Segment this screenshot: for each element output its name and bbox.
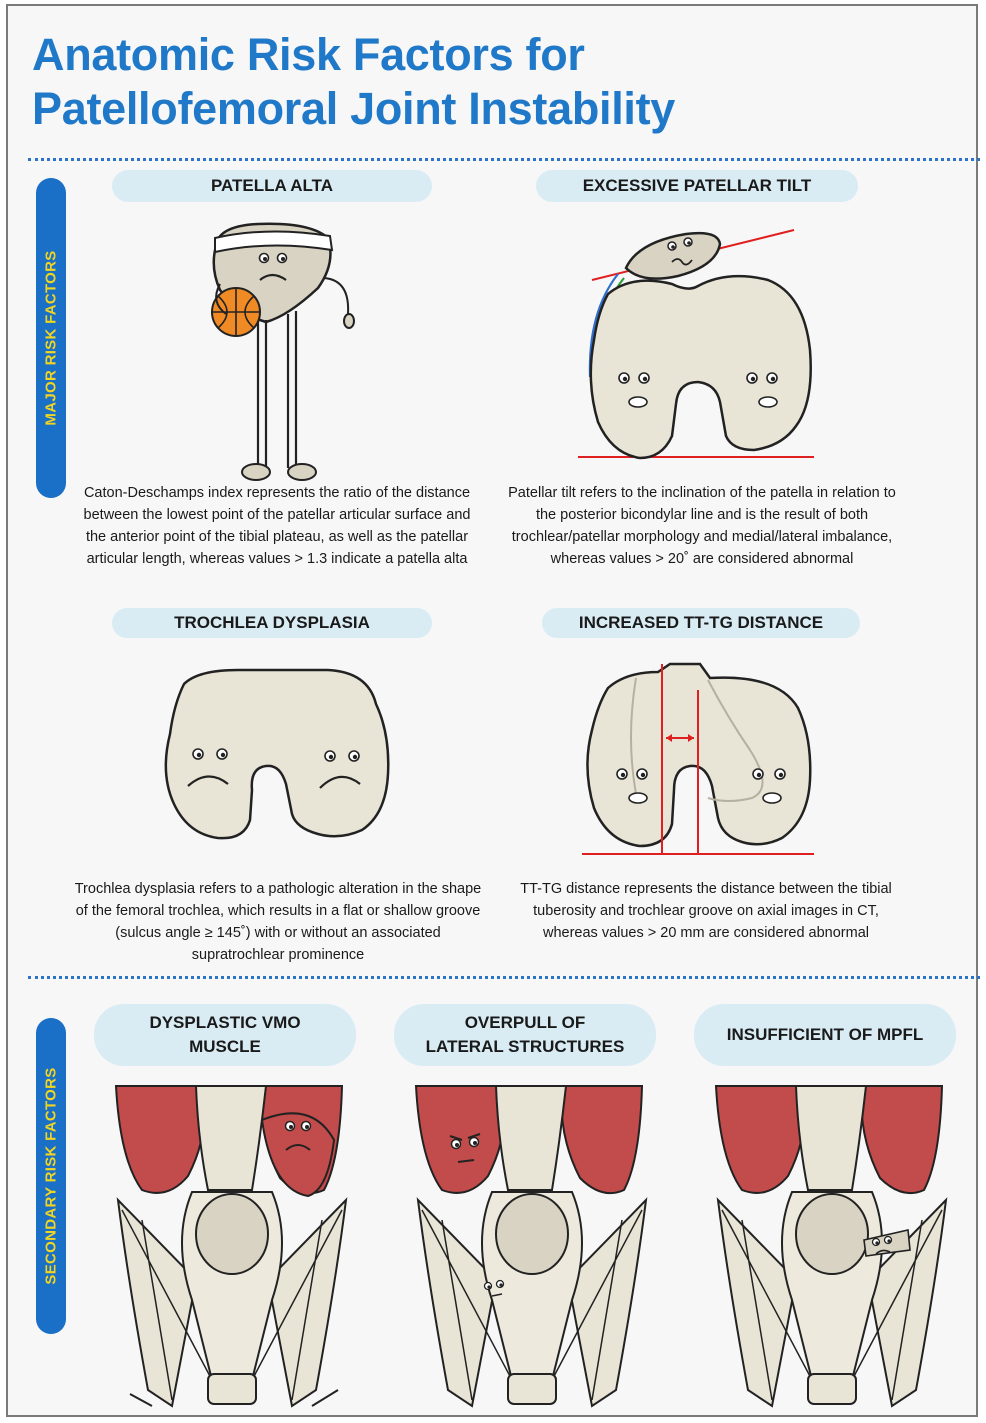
patella-character-with-basketball-icon — [211, 222, 355, 481]
tt-tg-distance-femur-icon — [582, 662, 814, 855]
flat-trochlea-femur-icon — [164, 668, 390, 840]
knee-muscle-anatomy-icon-lateral — [414, 1085, 648, 1408]
tilted-patella-on-femur-icon — [578, 229, 814, 460]
major-risk-sidebar: MAJOR RISK FACTORS — [36, 178, 66, 498]
knee-muscle-anatomy-icon-vmo — [114, 1085, 348, 1408]
knee-muscle-anatomy-icon-mpfl — [714, 1085, 948, 1408]
patellar-tilt-heading: EXCESSIVE PATELLAR TILT — [536, 170, 858, 202]
tt-tg-description: TT-TG distance represents the distance b… — [520, 881, 892, 941]
major-risk-label: MAJOR RISK FACTORS — [42, 250, 60, 426]
trochlea-dysplasia-heading: TROCHLEA DYSPLASIA — [112, 608, 432, 638]
trochlea-dysplasia-description: Trochlea dysplasia refers to a pathologi… — [74, 881, 482, 963]
secondary-risk-label: SECONDARY RISK FACTORS — [42, 1067, 60, 1285]
infographic-frame: Anatomic Risk Factors for Patellofemoral… — [6, 4, 980, 1417]
patella-alta-description: Caton-Deschamps index represents the rat… — [83, 485, 471, 567]
vmo-heading: DYSPLASTIC VMO MUSCLE — [94, 1004, 356, 1066]
vmo-heading-line-1: DYSPLASTIC VMO — [149, 1013, 301, 1032]
lateral-heading-line-2: LATERAL STRUCTURES — [425, 1037, 625, 1056]
tt-tg-heading: INCREASED TT-TG DISTANCE — [542, 608, 860, 638]
title-line-1: Anatomic Risk Factors for — [32, 29, 585, 80]
title-line-2: Patellofemoral Joint Instability — [32, 83, 676, 134]
page-title: Anatomic Risk Factors for Patellofemoral… — [32, 28, 932, 136]
lateral-heading-line-1: OVERPULL OF — [464, 1013, 586, 1032]
divider-top — [28, 158, 980, 161]
secondary-risk-sidebar: SECONDARY RISK FACTORS — [36, 1018, 66, 1334]
divider-bottom — [28, 976, 980, 979]
lateral-heading: OVERPULL OF LATERAL STRUCTURES — [394, 1004, 656, 1066]
patellar-tilt-description: Patellar tilt refers to the inclination … — [508, 485, 896, 567]
mpfl-heading: INSUFFICIENT OF MPFL — [694, 1004, 956, 1066]
patella-alta-heading: PATELLA ALTA — [112, 170, 432, 202]
vmo-heading-line-2: MUSCLE — [189, 1037, 261, 1056]
